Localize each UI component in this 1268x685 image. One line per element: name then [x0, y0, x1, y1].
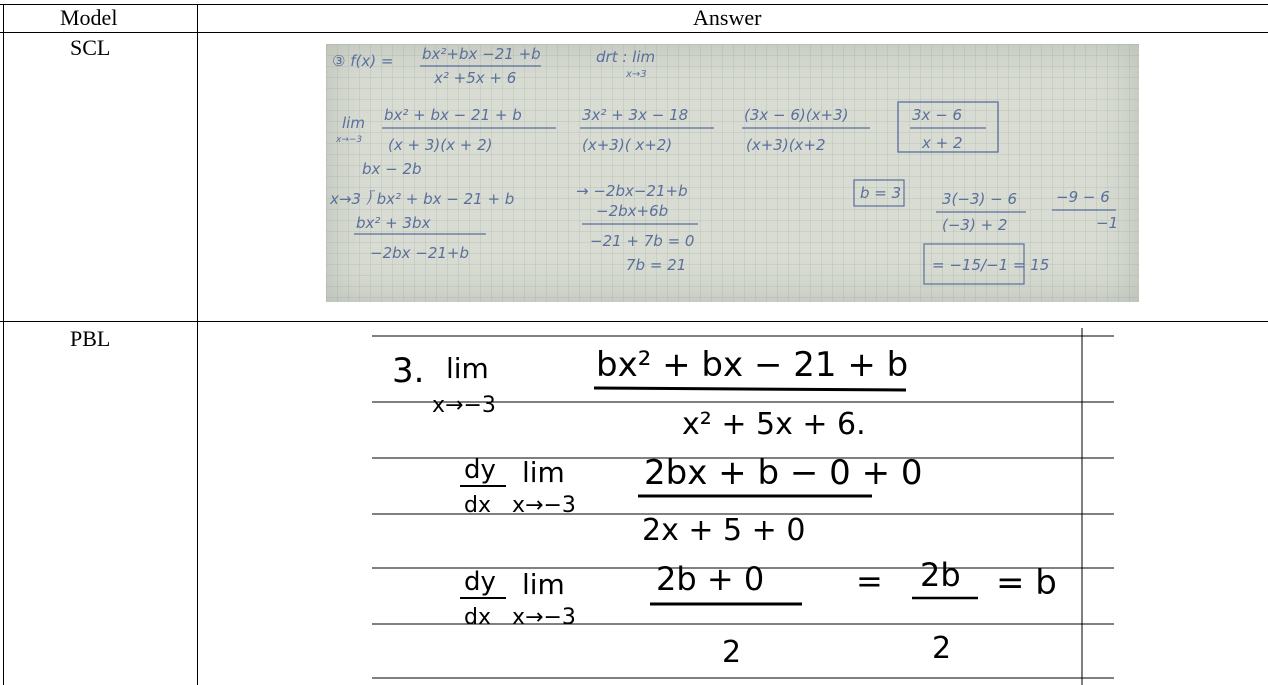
svg-text:x→−3: x→−3	[335, 135, 362, 145]
svg-text:x² +5x + 6: x² +5x + 6	[433, 69, 516, 87]
svg-text:x + 2: x + 2	[921, 134, 963, 152]
svg-text:(3x − 6)(x+3): (3x − 6)(x+3)	[744, 106, 848, 124]
svg-text:2: 2	[932, 631, 951, 666]
svg-text:b = 3: b = 3	[860, 184, 901, 202]
svg-text:lim: lim	[522, 456, 565, 489]
table-left-border	[3, 4, 4, 685]
svg-text:x→−3: x→−3	[512, 493, 576, 518]
svg-text:−2bx+6b: −2bx+6b	[596, 202, 668, 220]
svg-text:→ −2bx−21+b: → −2bx−21+b	[576, 182, 688, 200]
svg-text:x² + 5x + 6.: x² + 5x + 6.	[682, 407, 866, 442]
svg-text:bx² + 3bx: bx² + 3bx	[356, 214, 431, 232]
svg-text:dy: dy	[464, 455, 496, 485]
svg-text:dy: dy	[464, 567, 496, 597]
svg-text:bx² + bx − 21 + b: bx² + bx − 21 + b	[384, 106, 522, 124]
header-bottom-border	[0, 32, 1268, 33]
svg-text:x→3 ⟌ bx² + bx − 21 + b: x→3 ⟌ bx² + bx − 21 + b	[329, 190, 514, 208]
svg-text:= −15/−1 = 15: = −15/−1 = 15	[932, 256, 1049, 274]
svg-text:lim: lim	[446, 352, 489, 385]
svg-text:7b = 21: 7b = 21	[626, 256, 686, 274]
svg-text:(x + 3)(x + 2): (x + 3)(x + 2)	[388, 136, 492, 154]
row-label-pbl: PBL	[70, 326, 111, 351]
svg-text:= b: = b	[996, 563, 1057, 603]
svg-text:lim: lim	[522, 568, 565, 601]
row-label-scl: SCL	[70, 35, 111, 60]
svg-text:bx − 2b: bx − 2b	[362, 160, 422, 178]
svg-text:3x − 6: 3x − 6	[912, 106, 962, 124]
header-answer: Answer	[693, 5, 762, 30]
svg-text:−2bx −21+b: −2bx −21+b	[370, 244, 469, 262]
svg-text:3.: 3.	[392, 351, 424, 391]
svg-text:x→3: x→3	[625, 69, 647, 80]
svg-text:(x+3)(x+2: (x+3)(x+2	[746, 136, 826, 154]
svg-text:−9 − 6: −9 − 6	[1056, 188, 1110, 206]
scl-answer-image: ③ f(x) = bx²+bx −21 +b x² +5x + 6 drt : …	[326, 44, 1139, 302]
svg-text:drt : lim: drt : lim	[596, 48, 655, 66]
svg-text:2x + 5 + 0: 2x + 5 + 0	[642, 513, 805, 548]
svg-text:−1: −1	[1096, 214, 1118, 232]
svg-text:lim: lim	[342, 114, 365, 132]
table-top-border	[0, 4, 1268, 5]
svg-text:bx²+bx −21 +b: bx²+bx −21 +b	[422, 45, 541, 63]
svg-text:dx: dx	[464, 605, 491, 630]
svg-text:bx² + bx − 21 + b: bx² + bx − 21 + b	[596, 345, 908, 385]
svg-text:③ f(x) =: ③ f(x) =	[332, 52, 393, 70]
pbl-answer-image: 3. lim x→−3 bx² + bx − 21 + b x² + 5x + …	[372, 328, 1114, 685]
pbl-handwriting: 3. lim x→−3 bx² + bx − 21 + b x² + 5x + …	[392, 345, 1057, 670]
scl-handwriting: ③ f(x) = bx²+bx −21 +b x² +5x + 6 drt : …	[329, 45, 1118, 285]
svg-text:(x+3)( x+2): (x+3)( x+2)	[582, 136, 672, 154]
svg-text:−21 + 7b = 0: −21 + 7b = 0	[590, 232, 694, 250]
svg-text:=: =	[856, 562, 883, 600]
svg-text:x→−3: x→−3	[512, 605, 576, 630]
column-divider	[197, 4, 198, 685]
svg-text:3(−3) − 6: 3(−3) − 6	[942, 190, 1017, 208]
svg-text:2: 2	[722, 635, 741, 670]
svg-text:x→−3: x→−3	[432, 393, 496, 418]
svg-text:3x² + 3x − 18: 3x² + 3x − 18	[582, 106, 688, 124]
svg-text:dx: dx	[464, 493, 491, 518]
svg-text:(−3) + 2: (−3) + 2	[942, 216, 1007, 234]
row-divider	[0, 321, 1268, 322]
svg-text:2b: 2b	[920, 556, 961, 594]
svg-text:2b + 0: 2b + 0	[656, 560, 764, 598]
header-model: Model	[60, 5, 118, 30]
svg-text:2bx + b − 0 + 0: 2bx + b − 0 + 0	[644, 453, 923, 493]
